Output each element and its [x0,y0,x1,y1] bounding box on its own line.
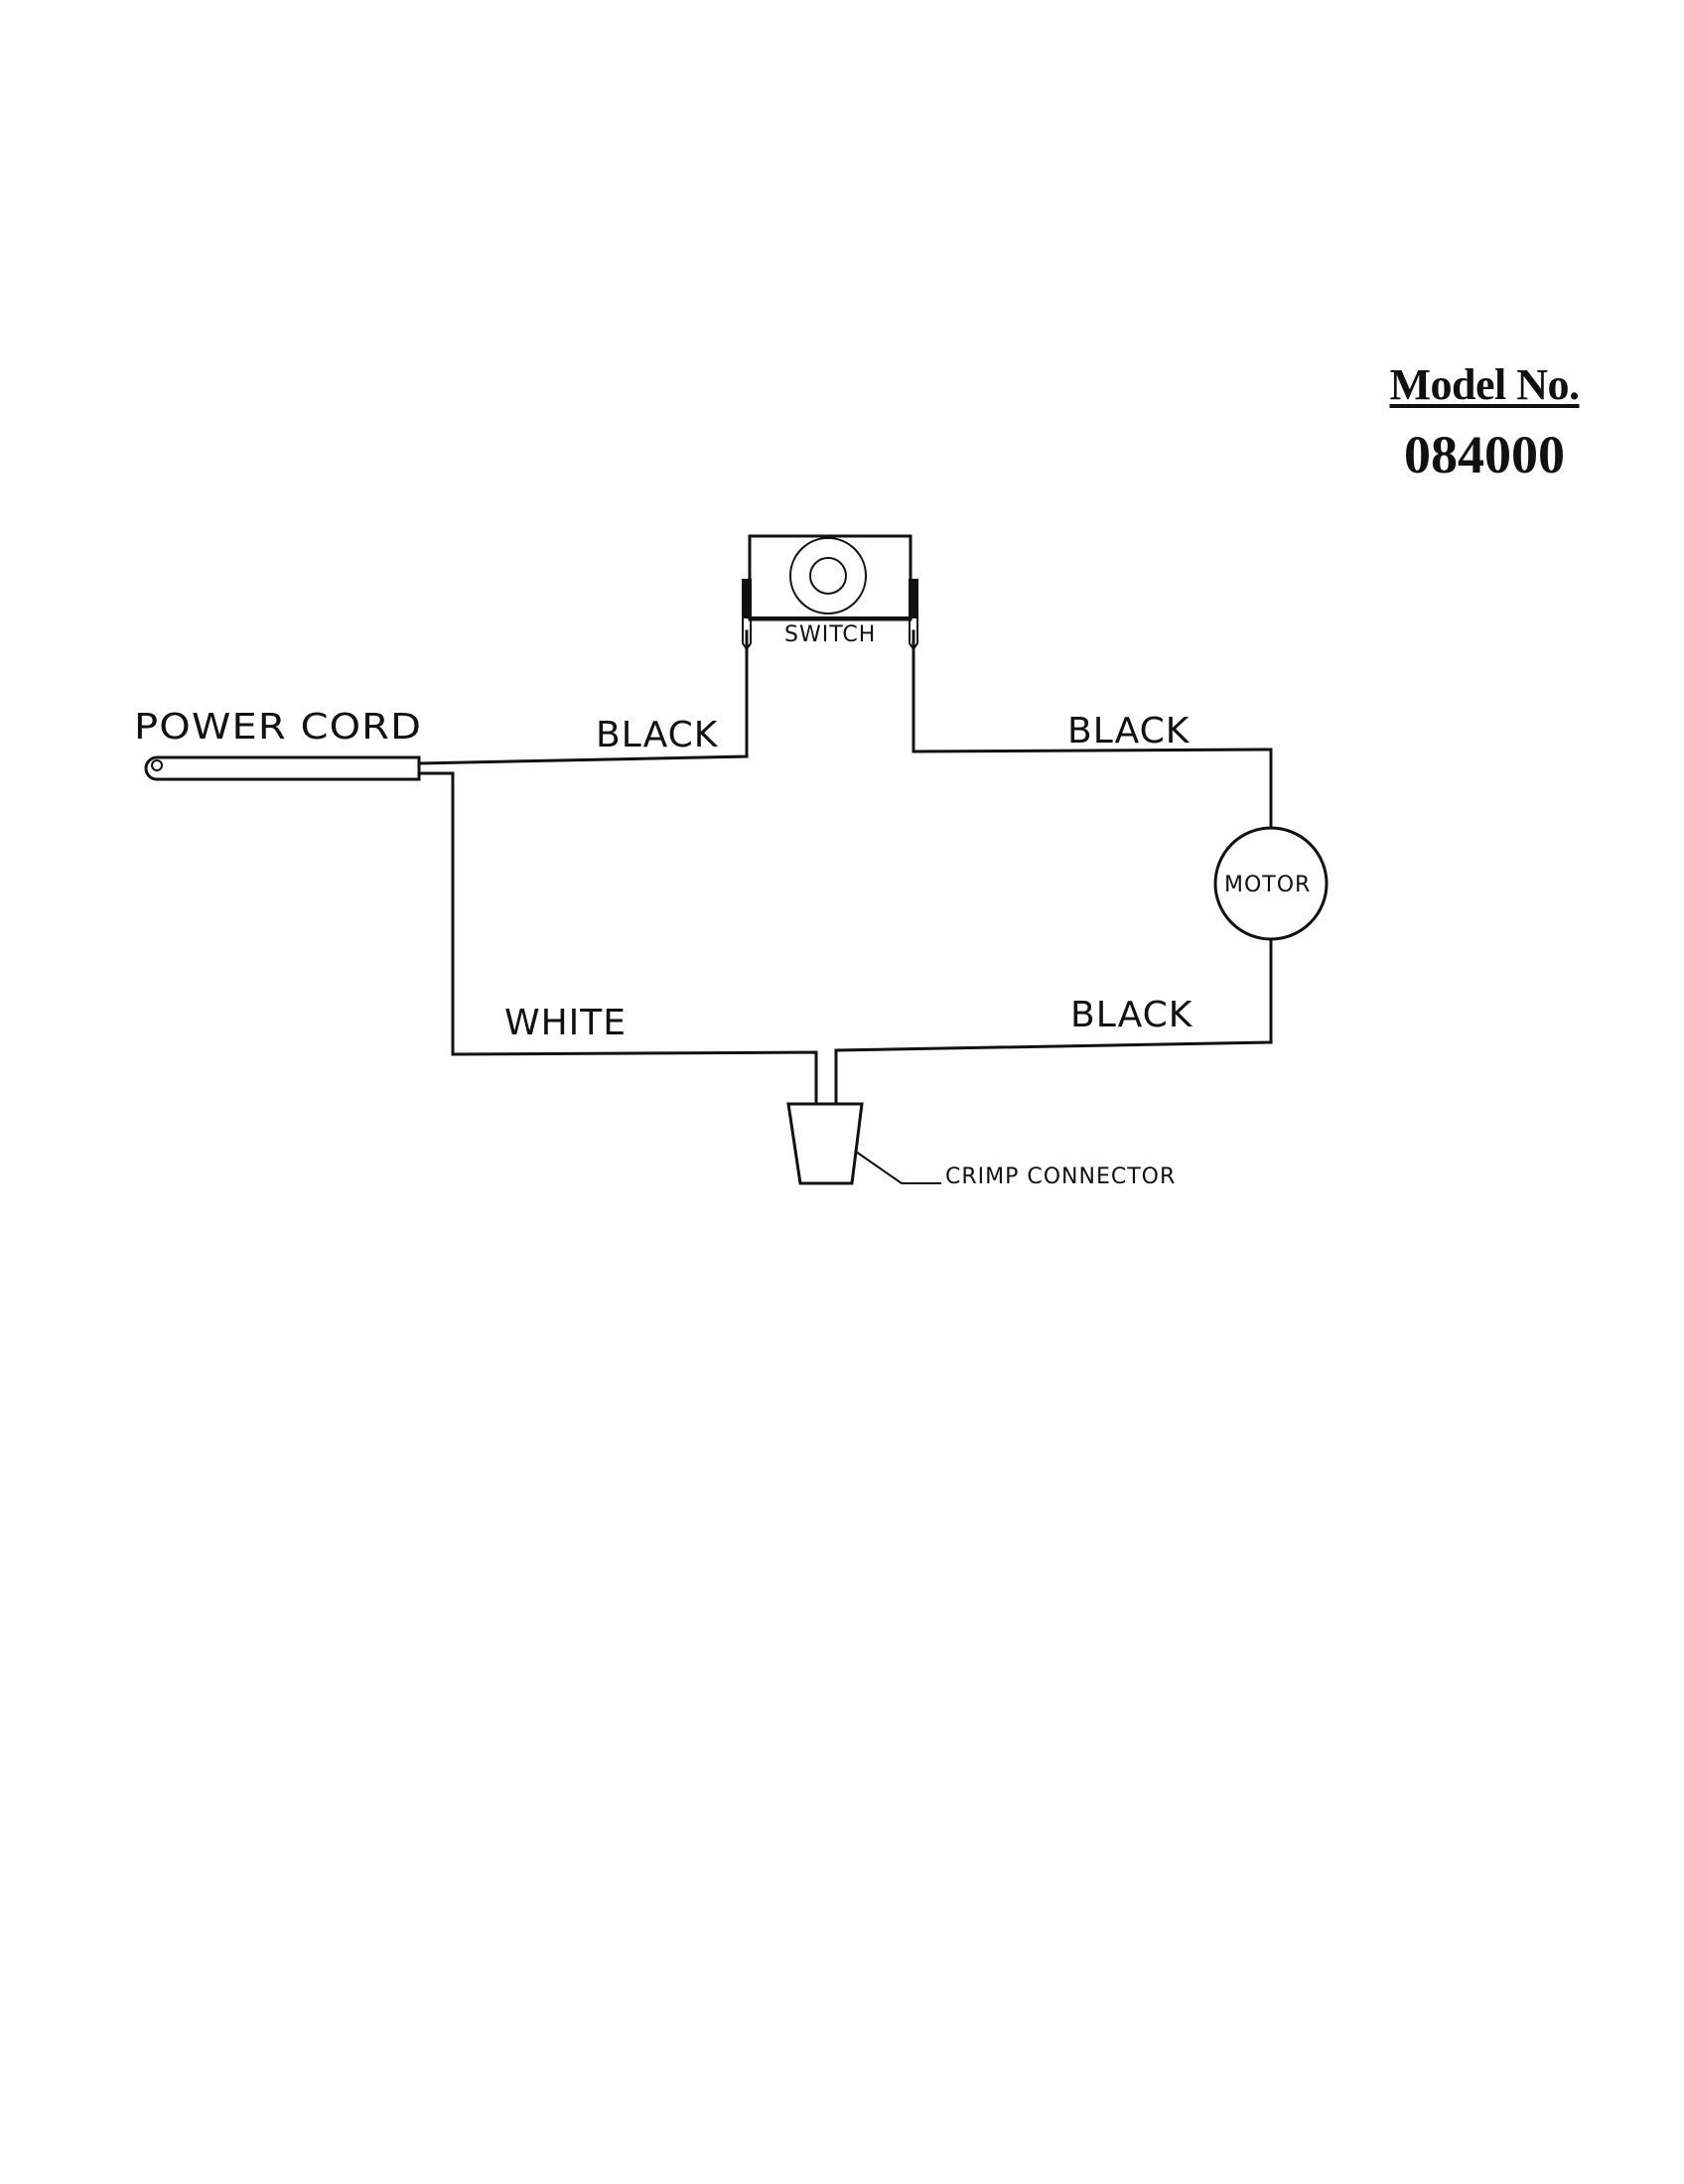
wire-top-right-label: BLACK [1067,711,1191,751]
switch-terminal-left [742,579,752,618]
wire-bottom-right-black [834,937,1273,1106]
switch-body [748,534,912,621]
wire-bottom-left-white [417,771,818,1106]
switch [742,534,918,651]
crimp-connector-label: CRIMP CONNECTOR [945,1164,1176,1189]
wire-bottom-left-label: WHITE [504,1003,627,1043]
switch-knob-inner-icon [809,557,847,595]
wire-bottom-right-label: BLACK [1070,995,1193,1035]
wire-top-left-label: BLACK [596,715,719,755]
model-label: Model No. [1389,360,1580,409]
wire-top-left-black [417,629,749,765]
power-cord-end-icon [151,759,163,771]
switch-terminal-right [909,579,918,618]
motor-label: MOTOR [1224,873,1311,897]
power-cord-plug [144,755,421,781]
model-block: Model No. 084000 [1360,359,1609,485]
model-number: 084000 [1404,425,1565,484]
crimp-connector [786,1102,941,1185]
power-cord-label: POWER CORD [134,707,422,748]
switch-label: SWITCH [784,622,876,647]
switch-knob-outer-icon [789,537,867,614]
wire-top-right-black [912,629,1273,836]
